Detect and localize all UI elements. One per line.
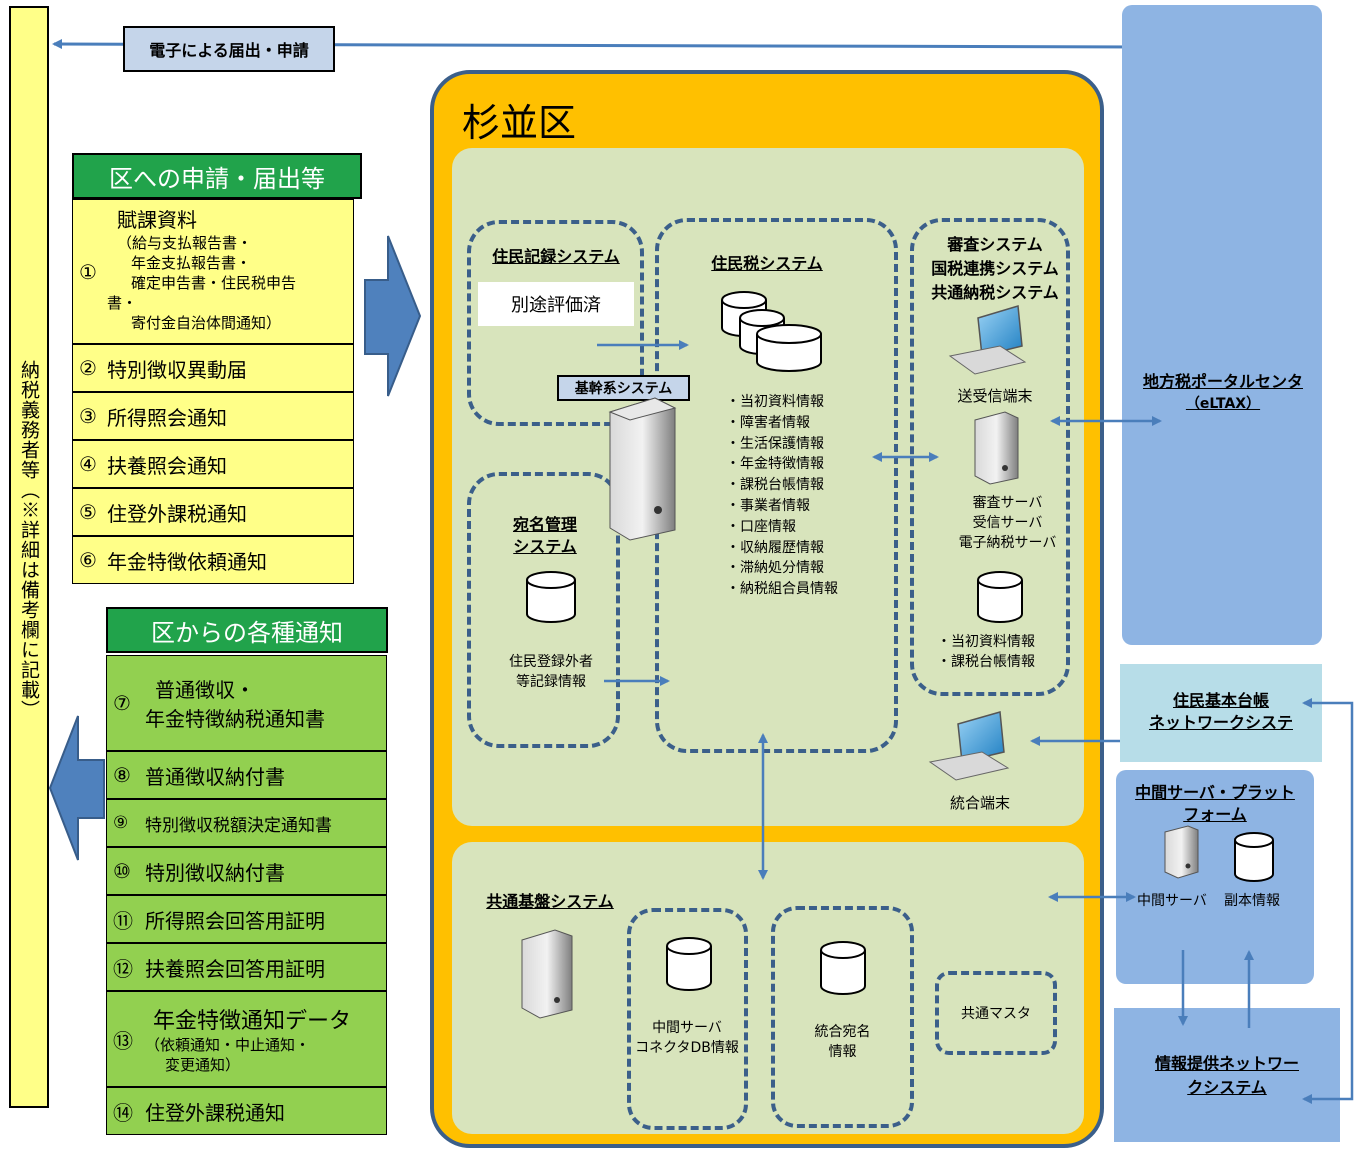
application-item-num: ① — [79, 259, 97, 284]
resident-tax-data-list: ・当初資料情報 ・障害者情報 ・生活保護情報 ・年金特徴情報 ・課税台帳情報 ・… — [726, 394, 838, 598]
audit-server-labels: 審査サーバ 受信サーバ 電子納税サーバ — [958, 495, 1057, 551]
middle-server-db-box — [627, 908, 748, 1130]
address-management-data: 住民登録外者 等記録情報 — [509, 654, 593, 690]
applications-header: 区への申請・届出等 — [72, 153, 362, 199]
resident-record-system — [467, 220, 644, 426]
core-system-label: 基幹系システム — [557, 375, 690, 401]
replica-data-label: 副本情報 — [1224, 893, 1280, 909]
common-master-box — [935, 971, 1057, 1055]
resident-record-note: 別途評価済 — [478, 282, 634, 326]
juki-net-panel — [1120, 664, 1322, 762]
application-item-line: 年金支払報告書・ — [131, 254, 252, 272]
eltax-panel — [1122, 5, 1322, 645]
juki-net-label: 住民基本台帳 ネットワークシステ — [1148, 691, 1293, 732]
taxpayer-label: 納税義務者等（※詳細は備考欄に記載） — [18, 360, 40, 720]
suginami-title: 杉並区 — [462, 101, 577, 145]
notice-item-7: ⑦ 普通徴収・ 年金特徴納税通知書 — [106, 655, 387, 751]
notice-item-13: ⑬ 年金特徴通知データ （依頼通知・中止通知・ 変更通知） — [106, 991, 387, 1087]
middle-server-db-label: 中間サーバ コネクタDB情報 — [635, 1020, 739, 1056]
integrated-address-label: 統合宛名 情報 — [814, 1024, 871, 1060]
integrated-address-box — [771, 906, 914, 1128]
application-item-line: 確定申告書・住民税申告 — [131, 274, 297, 292]
notices-header: 区からの各種通知 — [106, 607, 388, 653]
audit-system-title: 審査システム 国税連携システム 共通納税システム — [931, 235, 1059, 302]
address-management-title: 宛名管理 システム — [512, 515, 577, 556]
common-base-title: 共通基盤システム — [486, 892, 614, 911]
info-network-label: 情報提供ネットワー クシステム — [1154, 1054, 1299, 1097]
middle-server-platform-panel — [1116, 770, 1314, 984]
application-item-line: （給与支払報告書・ — [117, 234, 253, 252]
address-management-system — [467, 472, 620, 748]
transceiver-terminal-label: 送受信端末 — [957, 387, 1033, 405]
efiling-label: 電子による届出・申請 — [123, 26, 335, 72]
eltax-label: 地方税ポータルセンタ （eLTAX） — [1142, 372, 1303, 412]
application-item-1: ① 賦課資料 （給与支払報告書・ 年金支払報告書・ 確定申告書・住民税申告 書・… — [72, 199, 354, 344]
resident-record-title: 住民記録システム — [492, 247, 620, 266]
application-item-line: 書・ — [107, 294, 138, 312]
notice-flow-arrow — [48, 715, 105, 861]
application-item-title: 賦課資料 — [117, 208, 197, 232]
middle-server-label: 中間サーバ — [1137, 893, 1207, 909]
taxpayer-bar — [9, 6, 49, 1108]
middle-server-platform-title: 中間サーバ・プラット フォーム — [1135, 783, 1295, 824]
resident-tax-title: 住民税システム — [711, 254, 823, 273]
application-item-line: 寄付金自治体間通知） — [131, 314, 282, 332]
audit-data-list: ・当初資料情報 ・課税台帳情報 — [937, 634, 1035, 670]
common-master-label: 共通マスタ — [961, 1006, 1031, 1022]
integrated-terminal-label: 統合端末 — [949, 794, 1010, 812]
application-flow-arrow — [364, 235, 422, 397]
